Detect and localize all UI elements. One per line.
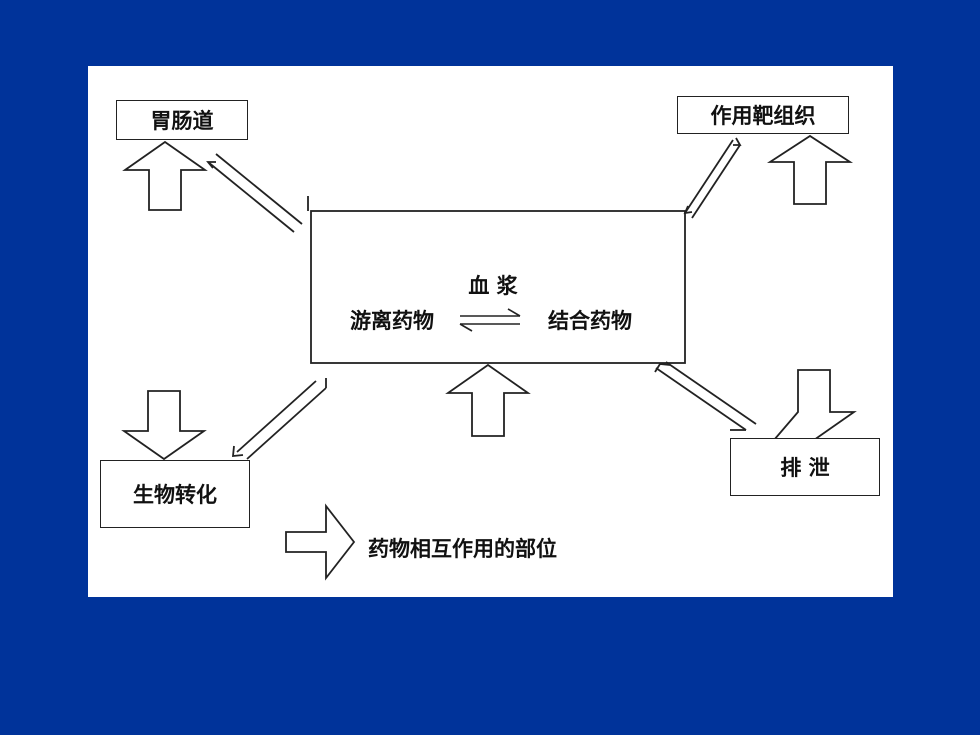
node-excretion: 排 泄 [730, 438, 880, 496]
node-biotransformation-label: 生物转化 [133, 482, 217, 507]
block-arrow-plasma-up-icon [445, 363, 531, 437]
node-gi-tract: 胃肠道 [116, 100, 248, 140]
double-arrow-plasma-bio [231, 378, 327, 460]
double-arrow-plasma-gi [206, 153, 309, 233]
block-arrow-bio-down-icon [121, 390, 207, 461]
double-arrow-plasma-target [683, 137, 742, 219]
node-gi-tract-label: 胃肠道 [150, 108, 214, 133]
plasma-title-text: 血 浆 [468, 273, 518, 298]
node-biotransformation: 生物转化 [100, 460, 250, 528]
plasma-title: 血 浆 [438, 270, 548, 300]
legend-label: 药物相互作用的部位 [368, 532, 618, 564]
node-target-tissue: 作用靶组织 [677, 96, 849, 134]
block-arrow-gi-up-icon [122, 140, 208, 211]
block-arrow-target-up-icon [766, 134, 854, 205]
plasma-box [310, 210, 686, 364]
bound-drug-label: 结合药物 [532, 304, 648, 336]
double-arrow-plasma-excretion [654, 361, 757, 431]
diagram-lines [121, 134, 857, 581]
bound-drug-text: 结合药物 [548, 308, 632, 333]
node-excretion-label: 排 泄 [780, 455, 830, 480]
free-drug-label: 游离药物 [334, 304, 450, 336]
legend-block-arrow-icon [285, 503, 356, 581]
equilibrium-arrows-icon [459, 308, 521, 332]
legend-text: 药物相互作用的部位 [368, 536, 557, 561]
node-target-tissue-label: 作用靶组织 [710, 103, 816, 128]
free-drug-text: 游离药物 [350, 308, 434, 333]
block-arrow-excretion-down-icon [772, 369, 857, 441]
diagram-panel: 胃肠道 作用靶组织 生物转化 排 泄 血 浆 游离药物 结合药物 药物相互作用的… [88, 66, 893, 597]
